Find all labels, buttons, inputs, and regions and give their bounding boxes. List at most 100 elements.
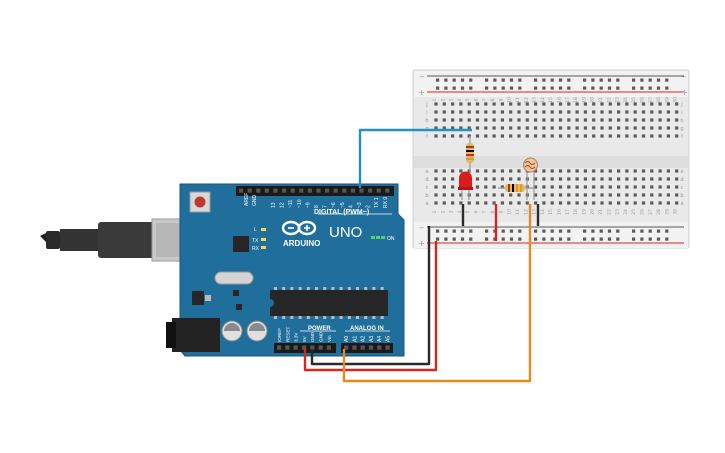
rail-hole[interactable] — [558, 229, 563, 233]
rail-hole[interactable] — [567, 237, 571, 241]
breadboard-hole[interactable] — [658, 134, 662, 138]
breadboard-hole[interactable] — [500, 201, 504, 205]
breadboard-hole[interactable] — [675, 193, 679, 197]
breadboard-hole[interactable] — [625, 118, 629, 122]
breadboard-hole[interactable] — [492, 118, 496, 122]
breadboard-hole[interactable] — [633, 169, 637, 173]
breadboard-hole[interactable] — [617, 201, 621, 205]
breadboard-hole[interactable] — [525, 134, 529, 138]
breadboard-hole[interactable] — [492, 177, 496, 181]
breadboard-hole[interactable] — [675, 134, 679, 138]
breadboard-hole[interactable] — [625, 177, 629, 181]
breadboard-hole[interactable] — [650, 177, 654, 181]
breadboard-hole[interactable] — [442, 110, 446, 114]
breadboard-hole[interactable] — [583, 126, 587, 130]
header-pin[interactable] — [273, 188, 278, 193]
breadboard-hole[interactable] — [583, 193, 587, 197]
header-pin[interactable] — [256, 188, 261, 193]
rail-hole[interactable] — [550, 237, 554, 241]
breadboard-hole[interactable] — [442, 201, 446, 205]
breadboard-hole[interactable] — [500, 193, 504, 197]
breadboard-hole[interactable] — [558, 118, 563, 122]
breadboard-hole[interactable] — [442, 193, 446, 197]
breadboard-hole[interactable] — [650, 118, 654, 122]
rail-hole[interactable] — [436, 237, 440, 241]
breadboard-hole[interactable] — [641, 102, 646, 106]
breadboard-hole[interactable] — [617, 118, 621, 122]
rail-hole[interactable] — [550, 86, 554, 90]
breadboard-hole[interactable] — [434, 134, 438, 138]
breadboard-hole[interactable] — [567, 110, 571, 114]
breadboard-hole[interactable] — [666, 118, 670, 122]
breadboard-hole[interactable] — [625, 102, 629, 106]
breadboard-hole[interactable] — [650, 110, 654, 114]
breadboard-hole[interactable] — [475, 169, 480, 173]
breadboard-hole[interactable] — [451, 201, 455, 205]
rail-hole[interactable] — [583, 229, 587, 233]
rail-hole[interactable] — [632, 237, 636, 241]
breadboard-hole[interactable] — [550, 110, 554, 114]
breadboard-hole[interactable] — [650, 126, 654, 130]
rail-hole[interactable] — [656, 229, 661, 233]
header-pin[interactable] — [325, 188, 330, 193]
rail-hole[interactable] — [509, 78, 514, 82]
breadboard-hole[interactable] — [509, 110, 513, 114]
breadboard-hole[interactable] — [534, 177, 538, 181]
breadboard-hole[interactable] — [592, 134, 596, 138]
breadboard-hole[interactable] — [575, 134, 579, 138]
breadboard-hole[interactable] — [650, 201, 654, 205]
breadboard-hole[interactable] — [459, 102, 463, 106]
breadboard-hole[interactable] — [650, 193, 654, 197]
photoresistor-icon[interactable] — [523, 157, 538, 200]
rail-hole[interactable] — [665, 237, 669, 241]
rail-hole[interactable] — [501, 237, 505, 241]
breadboard-hole[interactable] — [675, 169, 679, 173]
breadboard-hole[interactable] — [442, 102, 446, 106]
breadboard-hole[interactable] — [675, 185, 679, 189]
rail-hole[interactable] — [599, 237, 603, 241]
breadboard-hole[interactable] — [617, 102, 621, 106]
header-pin[interactable] — [359, 188, 364, 193]
breadboard-hole[interactable] — [558, 134, 563, 138]
breadboard-hole[interactable] — [625, 110, 629, 114]
rail-hole[interactable] — [518, 86, 522, 90]
breadboard-hole[interactable] — [567, 169, 571, 173]
header-pin[interactable] — [385, 345, 390, 350]
breadboard-hole[interactable] — [558, 102, 563, 106]
breadboard-hole[interactable] — [666, 102, 670, 106]
breadboard-hole[interactable] — [484, 193, 488, 197]
header-pin[interactable] — [277, 345, 282, 350]
rail-hole[interactable] — [567, 229, 571, 233]
breadboard-hole[interactable] — [467, 102, 471, 106]
rail-hole[interactable] — [501, 229, 505, 233]
breadboard-hole[interactable] — [666, 177, 670, 181]
breadboard-hole[interactable] — [658, 169, 662, 173]
led-icon[interactable] — [458, 171, 473, 200]
breadboard-hole[interactable] — [475, 193, 480, 197]
rail-hole[interactable] — [583, 237, 587, 241]
breadboard-hole[interactable] — [542, 102, 546, 106]
header-pin[interactable] — [301, 345, 307, 350]
rail-hole[interactable] — [460, 78, 465, 82]
breadboard-hole[interactable] — [542, 118, 546, 122]
breadboard-hole[interactable] — [542, 169, 546, 173]
rail-hole[interactable] — [665, 78, 669, 82]
breadboard-hole[interactable] — [442, 126, 446, 130]
rail-hole[interactable] — [607, 86, 612, 90]
breadboard-hole[interactable] — [567, 193, 571, 197]
breadboard-hole[interactable] — [492, 102, 496, 106]
breadboard-hole[interactable] — [442, 134, 446, 138]
breadboard-hole[interactable] — [442, 177, 446, 181]
breadboard-hole[interactable] — [550, 134, 554, 138]
breadboard-hole[interactable] — [500, 169, 504, 173]
breadboard-hole[interactable] — [558, 185, 563, 189]
breadboard-hole[interactable] — [459, 134, 463, 138]
rail-hole[interactable] — [632, 86, 636, 90]
breadboard-hole[interactable] — [625, 134, 629, 138]
breadboard-hole[interactable] — [492, 126, 496, 130]
breadboard-hole[interactable] — [467, 110, 471, 114]
wire-black-gnd[interactable] — [310, 226, 431, 366]
breadboard-hole[interactable] — [534, 134, 538, 138]
rail-hole[interactable] — [444, 86, 448, 90]
breadboard-hole[interactable] — [600, 177, 604, 181]
